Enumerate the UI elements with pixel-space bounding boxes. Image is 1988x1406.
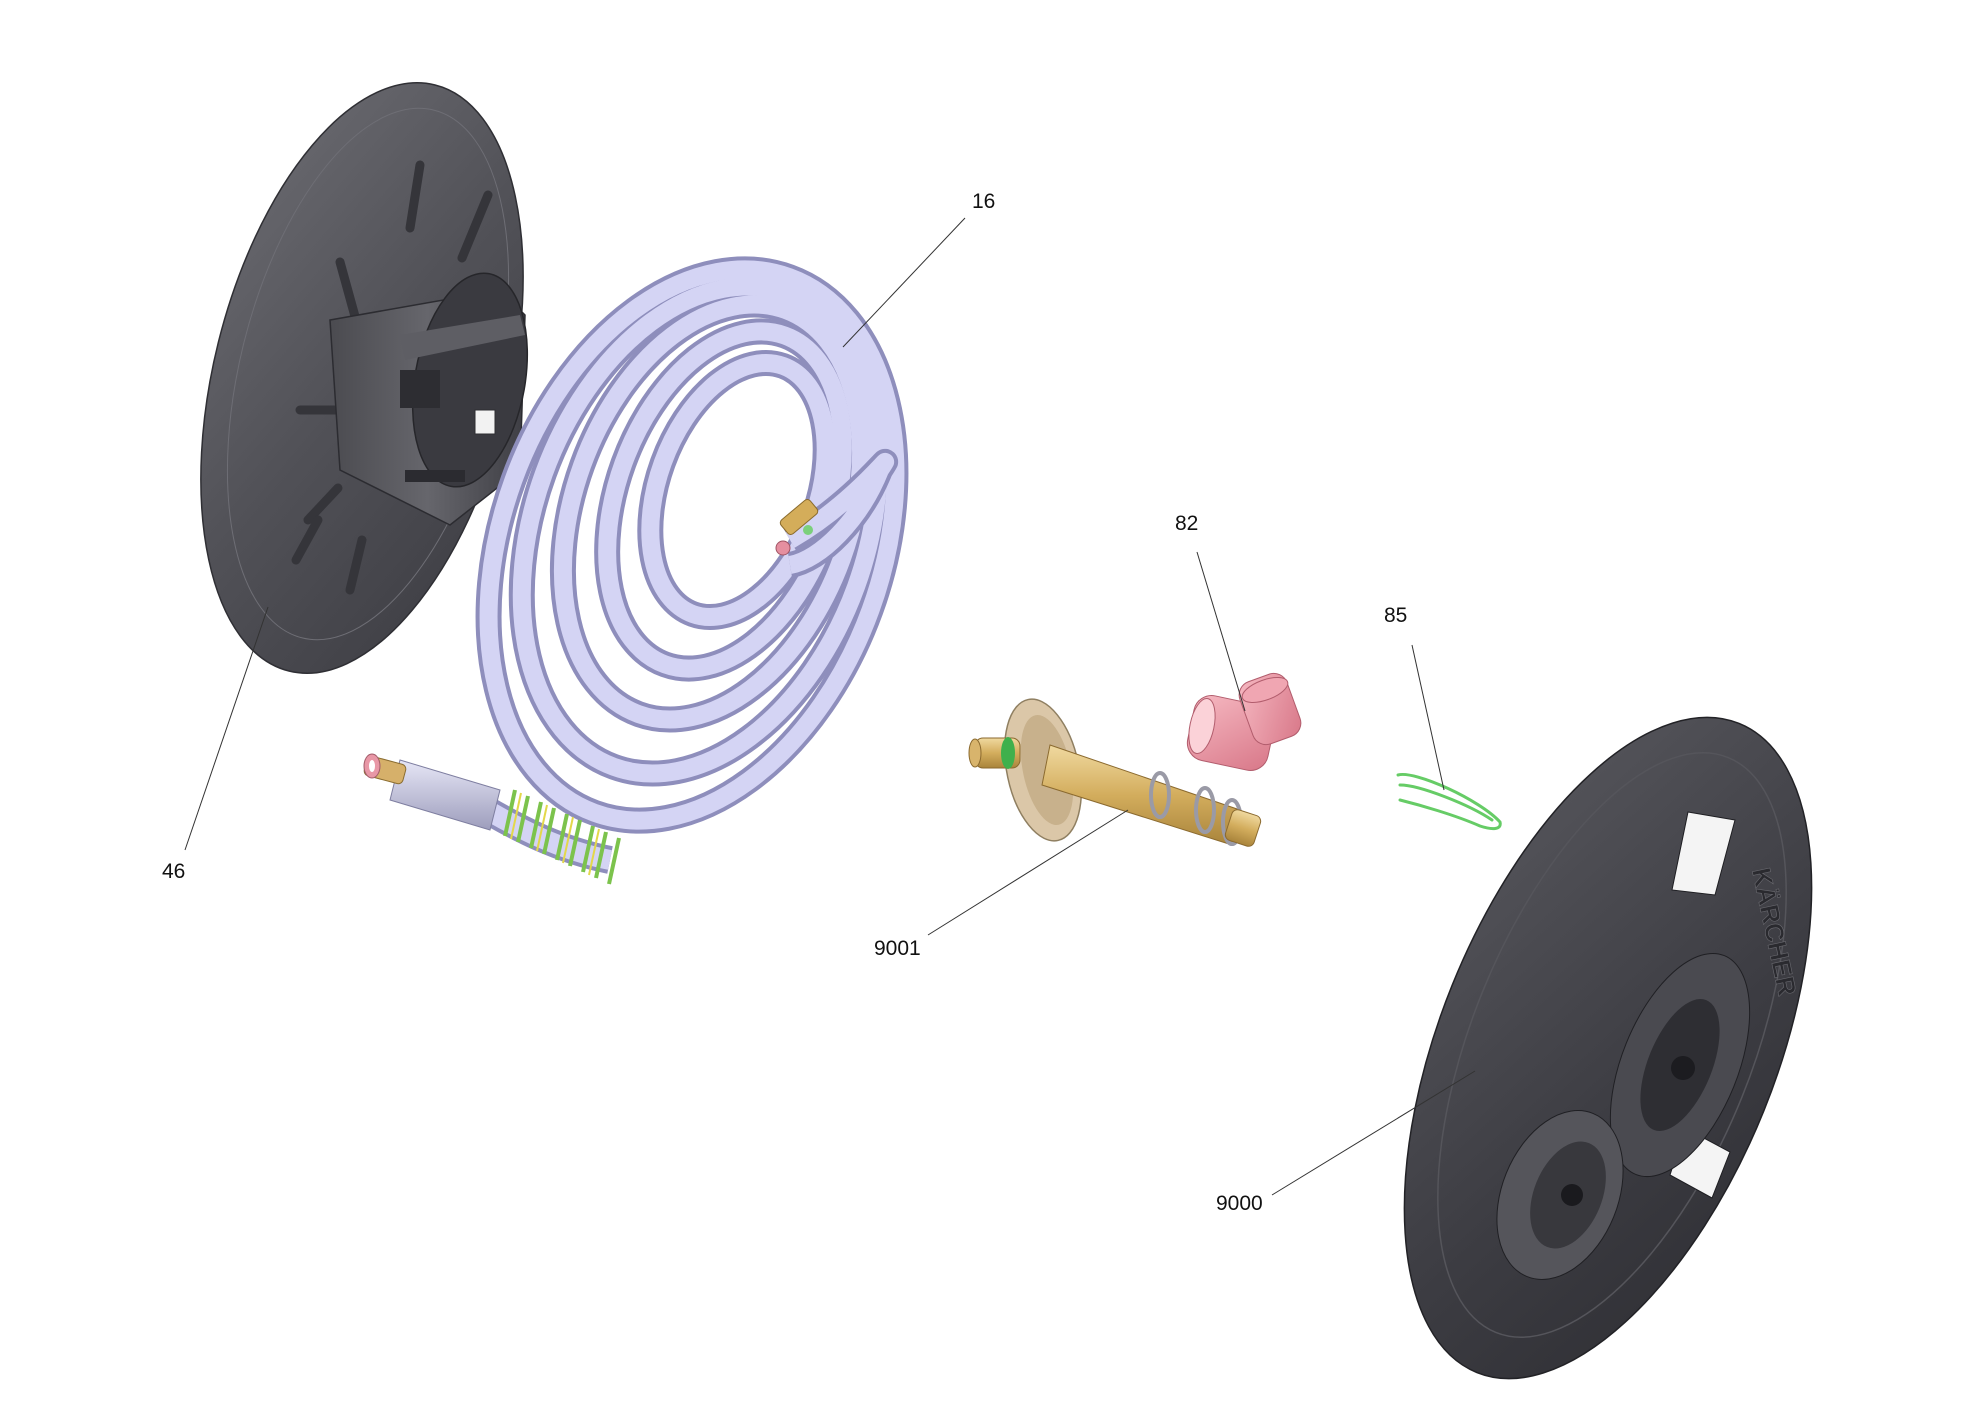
reel-disc-left: [200, 82, 529, 674]
callout-9000: 9000: [1216, 1192, 1263, 1215]
callout-85: 85: [1384, 604, 1407, 627]
callout-labels: 16 46 82 85 9001 9000: [162, 190, 1407, 1215]
callout-46: 46: [162, 860, 185, 883]
callout-16: 16: [972, 190, 995, 213]
callout-9001: 9001: [874, 937, 921, 960]
reel-disc-right: KÄRCHER: [1403, 716, 1813, 1380]
high-pressure-hose: [363, 256, 909, 885]
leader-16: [842, 217, 966, 348]
leader-82: [1196, 551, 1246, 712]
hose-inner-fitting: [775, 499, 819, 556]
leader-9000: [1271, 1070, 1476, 1196]
leader-85: [1411, 644, 1445, 791]
hose-outer-fitting: [363, 753, 621, 885]
callout-82: 82: [1175, 512, 1198, 535]
retaining-clip: [1396, 772, 1502, 831]
leader-46: [184, 606, 269, 851]
leader-9001: [927, 809, 1129, 936]
leader-lines: [184, 217, 1476, 1196]
angle-connector: [1186, 672, 1302, 771]
reel-shaft: [968, 698, 1262, 847]
